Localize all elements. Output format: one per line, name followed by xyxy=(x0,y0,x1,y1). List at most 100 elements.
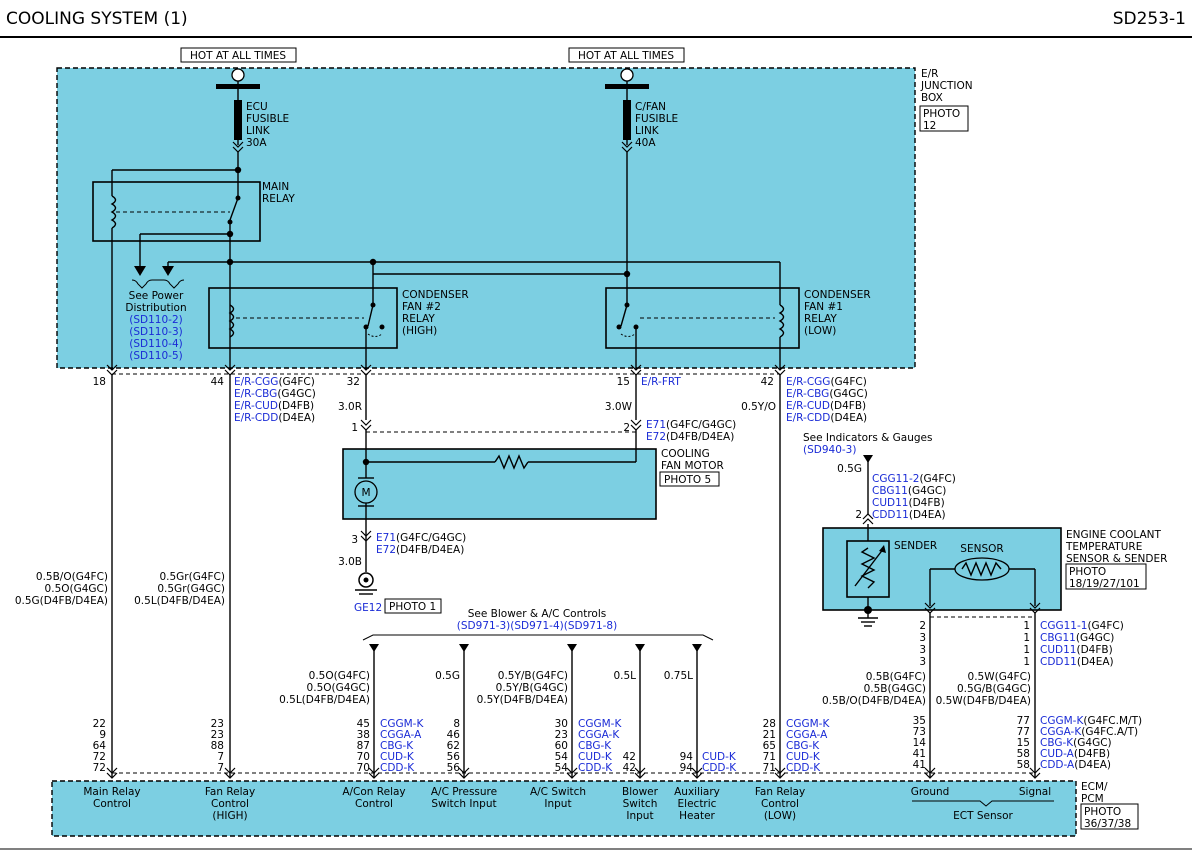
cooling-fan-motor xyxy=(342,430,657,540)
blower-bracket xyxy=(362,634,714,641)
wire-3.0B: 3.0B xyxy=(338,556,362,568)
blower-controls-note: See Blower & A/C Controls xyxy=(468,608,607,620)
motor-pin-1-connector xyxy=(360,419,372,431)
wire-blower-spec: 0.5L xyxy=(613,670,636,682)
wire-fan-high-spec: 0.5Gr(G4FC)0.5Gr(G4GC)0.5L(D4FB/D4EA) xyxy=(134,571,225,607)
wire-fan-low-spec: 0.5Y/O xyxy=(741,401,776,413)
cfan-fusible-link xyxy=(605,68,649,274)
page-title: COOLING SYSTEM (1) xyxy=(6,9,188,29)
hot-label-ecu: HOT AT ALL TIMES xyxy=(190,50,286,62)
motor-pin-2-connector xyxy=(630,419,642,431)
junction-box xyxy=(56,67,916,369)
ground-photo-frame xyxy=(384,598,442,614)
ecm-photo-frame xyxy=(1080,803,1139,830)
ground-photo: PHOTO 1 xyxy=(389,601,436,613)
indicators-ref[interactable]: (SD940-3) xyxy=(803,444,856,456)
ect-connector-bottom[interactable]: CGG11-1(G4FC) CBG11(G4GC) CUD11(D4FB) CD… xyxy=(1040,620,1127,668)
motor-connector-top[interactable]: E71(G4FC/G4GC) E72(D4FB/D4EA) xyxy=(646,419,740,443)
jb-connector-left[interactable]: E/R-CGG(G4FC) E/R-CBG(G4GC) E/R-CUD(D4FB… xyxy=(234,376,319,424)
ect-connector-top[interactable]: CGG11-2(G4FC) CBG11(G4GC) CUD11(D4FB) CD… xyxy=(872,473,959,521)
ect-sensor-sender xyxy=(822,524,1062,627)
motor-pin-1: 1 xyxy=(351,422,358,434)
motor-pin-2: 2 xyxy=(623,422,630,434)
diagram-code: SD253-1 xyxy=(1113,9,1186,29)
condenser-fan-1-relay xyxy=(373,262,800,370)
sensor-label: SENSOR xyxy=(960,543,1003,555)
power-distribution-refs[interactable]: (SD110-2)(SD110-3)(SD110-4)(SD110-5) xyxy=(129,314,182,362)
ecm-pcm-name: ECM/PCM xyxy=(1081,781,1108,805)
wire-acsw-spec: 0.5Y/B(G4FC)0.5Y/B(G4GC)0.5Y(D4FB/D4EA) xyxy=(477,670,568,706)
ecm-pcm-box xyxy=(51,780,1077,837)
junction-box-photo-frame xyxy=(919,105,969,132)
ecm-label-ect: ECT Sensor xyxy=(953,810,1013,822)
hot-label-frame-1 xyxy=(180,47,297,63)
hot-label-frame-2 xyxy=(568,47,685,63)
jb-pin-44: 44 xyxy=(211,376,225,388)
wire-main-relay-spec: 0.5B/O(G4FC)0.5O(G4GC)0.5G(D4FB/D4EA) xyxy=(15,571,108,607)
wire-pressure-spec: 0.5G xyxy=(435,670,460,682)
ecm-label-signal: Signal xyxy=(1019,786,1051,798)
ground-ge12-code[interactable]: GE12 xyxy=(354,602,382,614)
junction-box-name: E/R JUNCTION BOX xyxy=(920,68,976,104)
blower-control-wires xyxy=(369,644,702,777)
wire-3.0W: 3.0W xyxy=(605,401,633,413)
motor-photo: PHOTO 5 xyxy=(664,474,711,486)
wire-aux-spec: 0.75L xyxy=(664,670,693,682)
jb-pin-32: 32 xyxy=(347,376,360,388)
wire-signal-spec: 0.5W(G4FC)0.5G/B(G4GC)0.5W(D4FB/D4EA) xyxy=(936,671,1031,707)
jb-pin-42: 42 xyxy=(761,376,774,388)
blower-controls-refs[interactable]: (SD971-3)(SD971-4)(SD971-8) xyxy=(457,620,617,632)
ect-photo-frame xyxy=(1065,563,1147,590)
motor-connector-bottom[interactable]: E71(G4FC/G4GC) E72(D4FB/D4EA) xyxy=(376,532,470,556)
sender-label: SENDER xyxy=(894,540,937,552)
jb-connector-right[interactable]: E/R-CGG(G4FC) E/R-CBG(G4GC) E/R-CUD(D4FB… xyxy=(786,376,871,424)
ground-ge12-icon xyxy=(355,541,377,595)
indicator-arrow-icon xyxy=(863,455,873,463)
wire-3.0R: 3.0R xyxy=(338,401,362,413)
jb-pin-18: 18 xyxy=(93,376,106,388)
ect-sender-pin: 2 xyxy=(855,509,862,521)
wire-acon-spec: 0.5O(G4FC)0.5O(G4GC)0.5L(D4FB/D4EA) xyxy=(279,670,370,706)
motor-symbol: M xyxy=(361,487,370,499)
ect-bracket xyxy=(912,800,1054,807)
jb-connector-frt[interactable]: E/R-FRT xyxy=(641,376,681,388)
motor-pin-3: 3 xyxy=(351,534,358,546)
condenser-fan-2-relay xyxy=(208,258,398,370)
ecm-label-ground: Ground xyxy=(911,786,950,798)
ecm-codes-right[interactable]: CGGM-K(G4FC.M/T) CGGA-K(G4FC.A/T) CBG-K(… xyxy=(1040,715,1145,771)
jb-pin-15: 15 xyxy=(617,376,630,388)
